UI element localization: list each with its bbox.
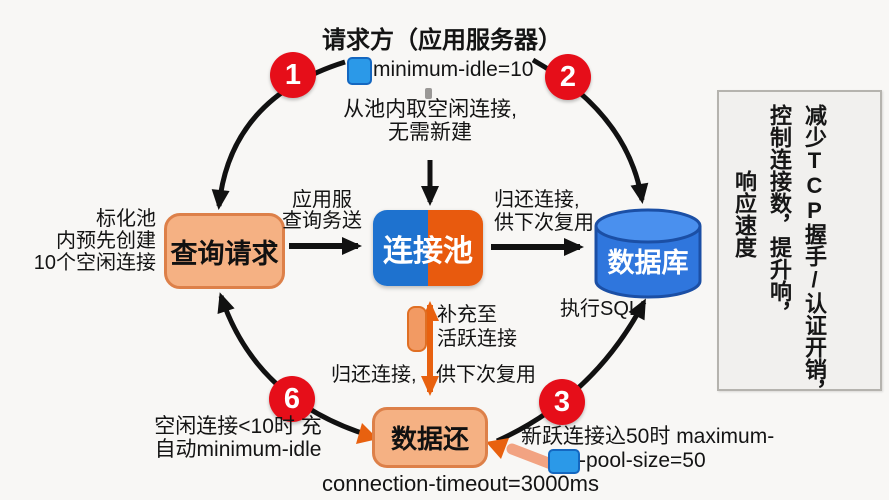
node-data-return: 数据还 — [372, 407, 488, 468]
step-badge-3: 3 — [539, 379, 585, 425]
node-query-request: 查询请求 — [164, 213, 285, 289]
note-line: 内预先创建 — [56, 230, 156, 252]
step-number: 6 — [283, 382, 301, 415]
note-line: 查询务送 — [282, 210, 362, 232]
step-badge-2: 2 — [545, 54, 591, 100]
note-return-bottom-left: 归还连接, — [331, 364, 417, 386]
node-connection-pool: 连接池 — [373, 210, 483, 286]
note-return-connection: 归还连接, 供下次复用 — [494, 189, 594, 235]
note-line: 补充至 — [437, 304, 497, 326]
max-pool-param-line2: -pool-size=50 — [579, 449, 706, 472]
node-label: 数据库 — [607, 248, 689, 278]
min-idle-param: minimum-idle=10 — [373, 58, 534, 81]
note-pre-create: 标化池 内预先创建 10个空闲连接 — [14, 208, 156, 274]
note-line: 归还连接, — [494, 189, 580, 211]
benefit-sidebar: 减少TCP握手/认证开销， 控制连接数，提升响， 响应速度 — [717, 90, 884, 402]
page-title: 请求方（应用服务器） — [322, 27, 562, 54]
node-label: 连接池 — [383, 235, 473, 268]
parameter-icon — [347, 57, 372, 85]
note-line: 10个空闲连接 — [33, 252, 156, 274]
arrow-maxpool-shaft — [506, 443, 557, 470]
step-number: 3 — [553, 385, 571, 418]
database-cylinder-icon — [594, 208, 702, 299]
max-pool-param-line1: 新跃连接込50时 maximum- — [521, 425, 775, 448]
note-line: 供下次复用 — [494, 212, 594, 234]
note-return-bottom-right: 供下次复用 — [436, 364, 536, 386]
note-exec-sql: 执行SQL — [560, 298, 641, 320]
note-line: 从池内取空闲连接, — [343, 98, 517, 121]
note-line: 空闲连接<10时 充 — [154, 415, 322, 438]
step-number: 2 — [559, 60, 577, 93]
step-badge-1: 1 — [270, 52, 316, 98]
benefit-column: 减少TCP握手/认证开销， — [802, 104, 827, 402]
parameter-icon — [548, 449, 580, 474]
node-label: 查询请求 — [170, 238, 279, 269]
node-label: 数据还 — [390, 424, 469, 454]
note-send-query: 应用服 查询务送 — [274, 190, 370, 232]
note-refill: 补充至 活跃连接 — [437, 303, 517, 351]
note-line: 标化池 — [96, 208, 156, 230]
note-line: 活跃连接 — [437, 328, 517, 350]
note-take-idle: 从池内取空闲连接, 无需新建 — [330, 98, 530, 144]
arrowhead-into-return-right — [486, 438, 509, 459]
tick-mark — [425, 88, 432, 99]
refill-bar-icon — [407, 306, 427, 352]
note-line: 自动minimum-idle — [154, 438, 322, 461]
node-database: 数据库 — [592, 205, 704, 301]
benefit-column: 响应速度 — [732, 170, 757, 258]
note-idle-refill: 空闲连接<10时 充 自动minimum-idle — [145, 415, 331, 461]
note-line: 应用服 — [292, 189, 352, 211]
step-number: 1 — [284, 58, 302, 91]
benefit-column: 控制连接数，提升响， — [767, 104, 792, 324]
note-line: 无需新建 — [388, 121, 472, 144]
benefit-vertical-text: 减少TCP握手/认证开销， 控制连接数，提升响， 响应速度 — [719, 92, 884, 402]
timeout-param: connection-timeout=3000ms — [322, 471, 599, 496]
